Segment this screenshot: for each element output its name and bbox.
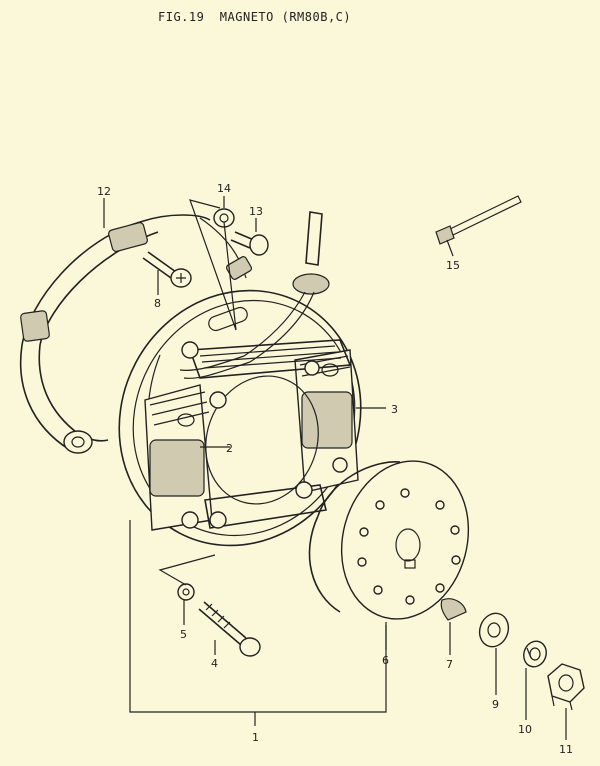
part-12-band[interactable] [19,214,253,454]
part-8-screw[interactable] [142,251,192,288]
part-15-cable-tie[interactable] [435,195,522,245]
part-13-screw[interactable] [230,231,269,256]
stator-core [181,339,352,529]
part-9-washer[interactable] [475,609,513,651]
callout-7: 7 [446,658,453,671]
callout-5: 5 [180,628,187,641]
callout-4: 4 [211,657,218,670]
figure-title: FIG.19 MAGNETO (RM80B,C) [158,10,352,24]
callout-10: 10 [518,723,532,736]
part-11-nut[interactable] [547,663,585,711]
callout-15: 15 [446,259,460,272]
part-5-lock-washer[interactable] [177,583,195,601]
callout-14: 14 [217,182,231,195]
part-4-bolt[interactable] [198,601,261,657]
leader-lines [103,196,567,740]
part-6-rotor[interactable] [308,447,485,634]
callout-6: 6 [382,654,389,667]
callout-2: 2 [226,442,233,455]
callout-9: 9 [492,698,499,711]
part-2-coil[interactable] [144,384,213,531]
wire-harness[interactable] [179,211,330,379]
callout-12: 12 [97,185,111,198]
callout-13: 13 [249,205,263,218]
callout-3: 3 [391,403,398,416]
part-7-key[interactable] [440,598,467,621]
part-10-spring-washer[interactable] [520,638,550,670]
callout-1: 1 [252,731,259,744]
callout-8: 8 [154,297,161,310]
callout-11: 11 [559,743,573,756]
part-3-coil[interactable] [294,349,359,493]
